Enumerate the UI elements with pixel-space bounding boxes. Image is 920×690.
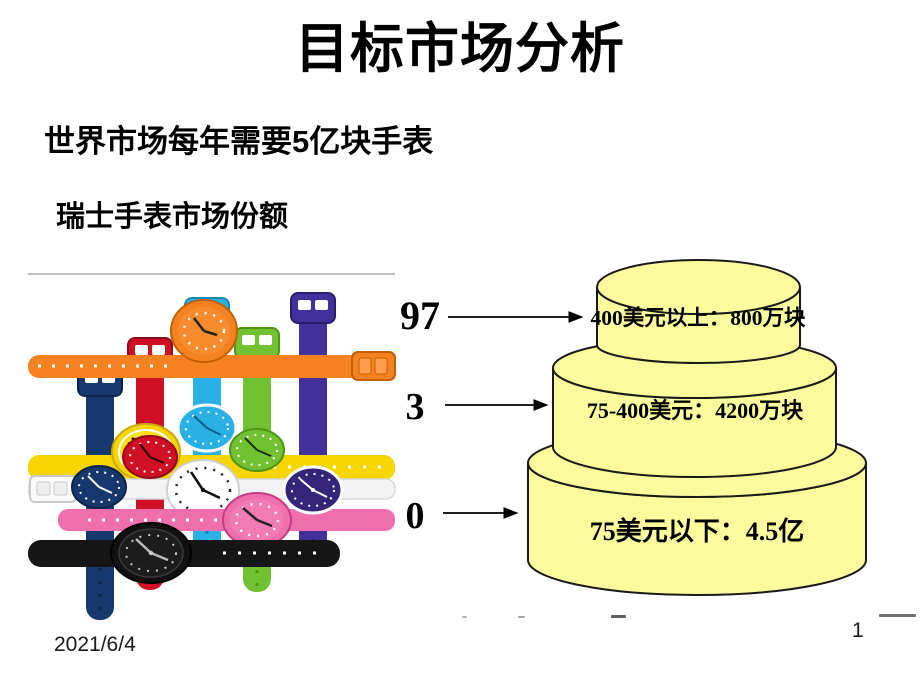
- purple-watch-face: [282, 465, 344, 515]
- cyan-watch-face: [176, 403, 238, 453]
- share-value-bottom: 0: [406, 495, 425, 537]
- subtitle-line-2: 瑞士手表市场份额: [56, 201, 289, 233]
- faint-dash-2: [518, 616, 525, 618]
- tier-label-bottom: 75美元以下：4.5亿: [590, 516, 805, 546]
- page-title: 目标市场分析: [295, 19, 625, 79]
- faint-dash-right: [879, 614, 916, 617]
- page-number: 1: [852, 619, 864, 642]
- faint-dash-3: [611, 615, 626, 618]
- tier-label-top: 400美元以上：800万块: [590, 305, 806, 330]
- subtitle-line-1: 世界市场每年需要5亿块手表: [44, 124, 434, 159]
- tier-label-middle: 75-400美元：4200万块: [587, 398, 804, 423]
- share-value-top: 97: [400, 293, 440, 338]
- cake-tier-top-ellipse: [596, 259, 801, 315]
- black-watch: [28, 522, 340, 584]
- watches-photo: [28, 273, 396, 620]
- green-watch-face: [229, 428, 285, 472]
- footer-date: 2021/6/4: [54, 633, 136, 656]
- cake-tier-top: [596, 259, 801, 364]
- market-cake-diagram: 97 3 0 400美元以上：800万块 75-400美元：4200万块 75美…: [400, 259, 867, 596]
- faint-dash-1: [462, 616, 467, 618]
- share-value-middle: 3: [406, 386, 425, 428]
- red-watch-face: [122, 435, 178, 479]
- navy-watch-face: [71, 465, 127, 509]
- orange-watch: [28, 299, 396, 381]
